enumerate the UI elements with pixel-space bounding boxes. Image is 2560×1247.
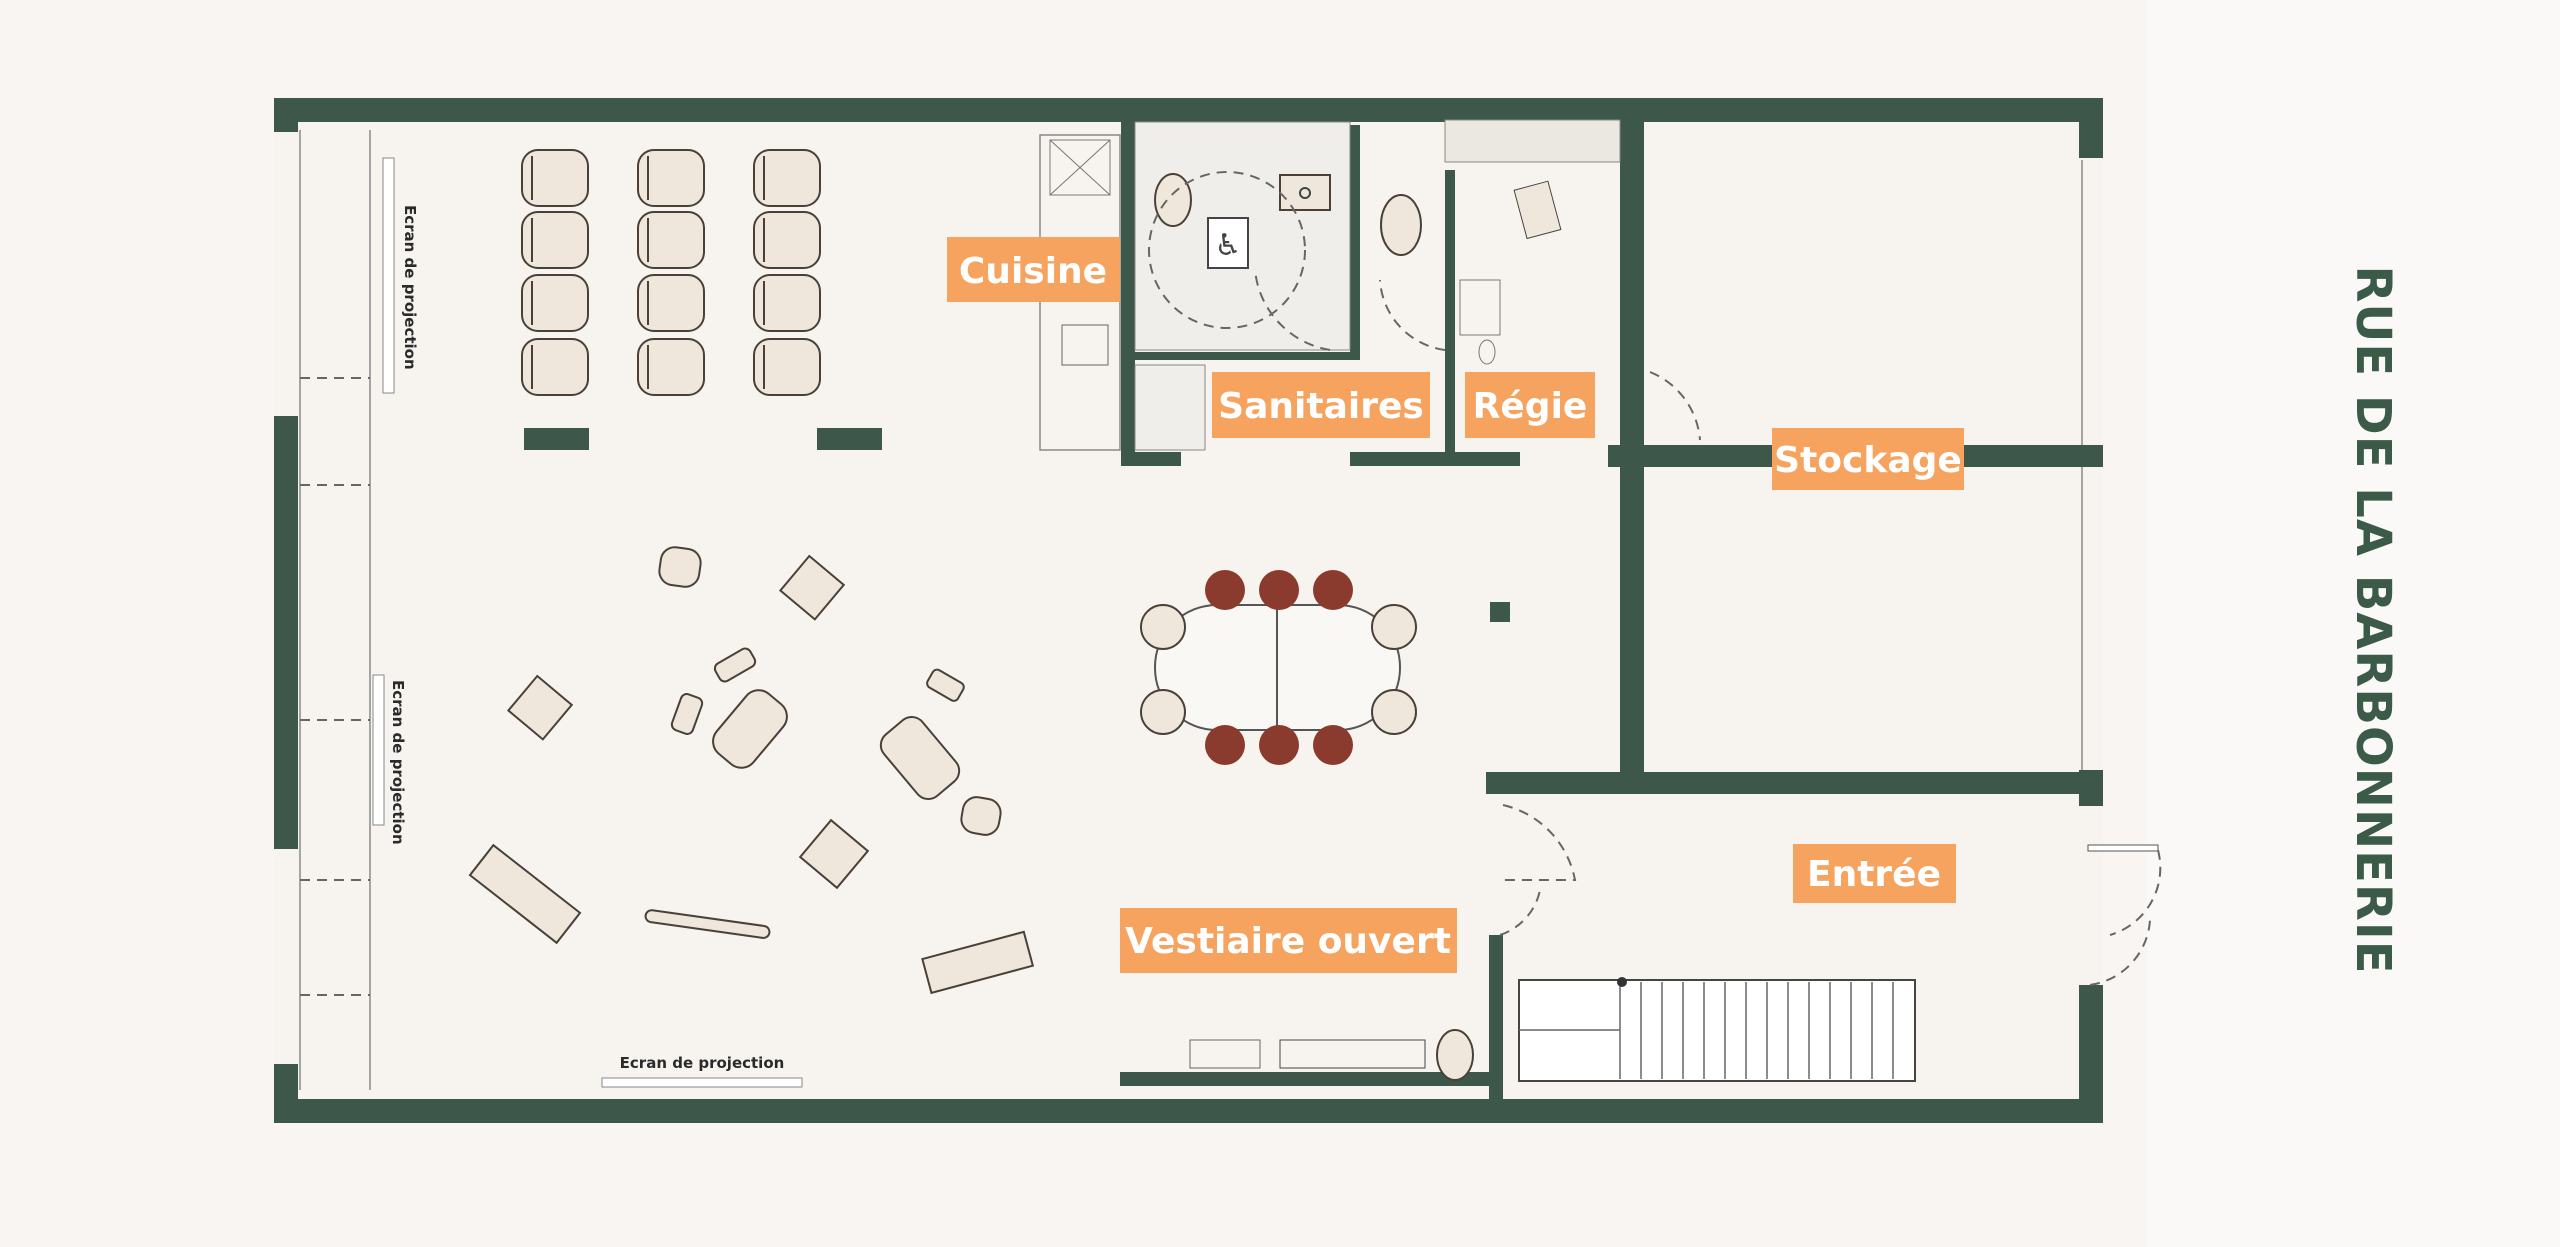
column <box>524 428 589 450</box>
screen-label: Ecran de projection <box>401 205 419 370</box>
staircase <box>1518 977 1916 1082</box>
facade-lines <box>299 130 2083 1090</box>
room-label-entree: Entrée <box>1793 844 1956 903</box>
dining-chair <box>1259 725 1299 765</box>
room-label-regie: Régie <box>1465 372 1595 438</box>
column <box>1490 602 1510 622</box>
svg-text:Régie: Régie <box>1473 386 1588 427</box>
armchair <box>637 274 705 332</box>
svg-text:Sanitaires: Sanitaires <box>1218 386 1424 427</box>
dining-chair <box>1313 570 1353 610</box>
cloakroom-rack <box>1189 1029 1474 1081</box>
doors <box>1499 804 2162 986</box>
armchair <box>753 149 821 207</box>
armchair <box>521 338 589 396</box>
wheelchair-icon <box>1207 217 1249 269</box>
room-label-stockage: Stockage <box>1772 428 1964 490</box>
svg-text:Entrée: Entrée <box>1807 854 1941 895</box>
dining-chair <box>1313 725 1353 765</box>
screen-label: Ecran de projection <box>620 1054 785 1072</box>
armchair <box>753 211 821 269</box>
dining-chair <box>1371 689 1417 735</box>
room-label-sanitaires: Sanitaires <box>1212 372 1430 438</box>
svg-text:Vestiaire ouvert: Vestiaire ouvert <box>1125 921 1451 962</box>
dining-chair <box>1140 604 1186 650</box>
stair-arrow-icon <box>1617 977 1627 987</box>
street-label: RUE DE LA BARBONNERIE <box>2345 265 2401 974</box>
armchair <box>637 149 705 207</box>
dining-chair <box>1205 725 1245 765</box>
armchair <box>521 274 589 332</box>
armchair <box>753 274 821 332</box>
armchair <box>637 211 705 269</box>
armchair <box>521 211 589 269</box>
projection-screen <box>372 674 385 826</box>
interior-walls <box>1120 120 2103 1105</box>
projection-screen <box>601 1077 803 1088</box>
armchair <box>637 338 705 396</box>
audience-chairs <box>521 149 821 396</box>
projection-screen <box>382 157 395 394</box>
room-label-cuisine: Cuisine <box>947 237 1120 302</box>
outer-walls <box>274 98 2103 1123</box>
armchair <box>521 149 589 207</box>
margin-strip <box>2147 0 2560 1247</box>
column <box>817 428 882 450</box>
armchair <box>753 338 821 396</box>
room-label-vestiaire: Vestiaire ouvert <box>1120 908 1457 973</box>
svg-text:♿: ♿ <box>1215 228 1242 263</box>
lounge-furniture <box>468 546 1035 995</box>
dining-table-group <box>1140 570 1417 765</box>
screen-label: Ecran de projection <box>389 680 407 845</box>
sanitary-fixtures: ♿ <box>1134 119 1701 451</box>
svg-text:Stockage: Stockage <box>1774 440 1962 481</box>
dining-chair <box>1371 604 1417 650</box>
dining-chair <box>1140 689 1186 735</box>
dining-chair <box>1259 570 1299 610</box>
dining-chair <box>1205 570 1245 610</box>
svg-text:Cuisine: Cuisine <box>959 251 1107 292</box>
